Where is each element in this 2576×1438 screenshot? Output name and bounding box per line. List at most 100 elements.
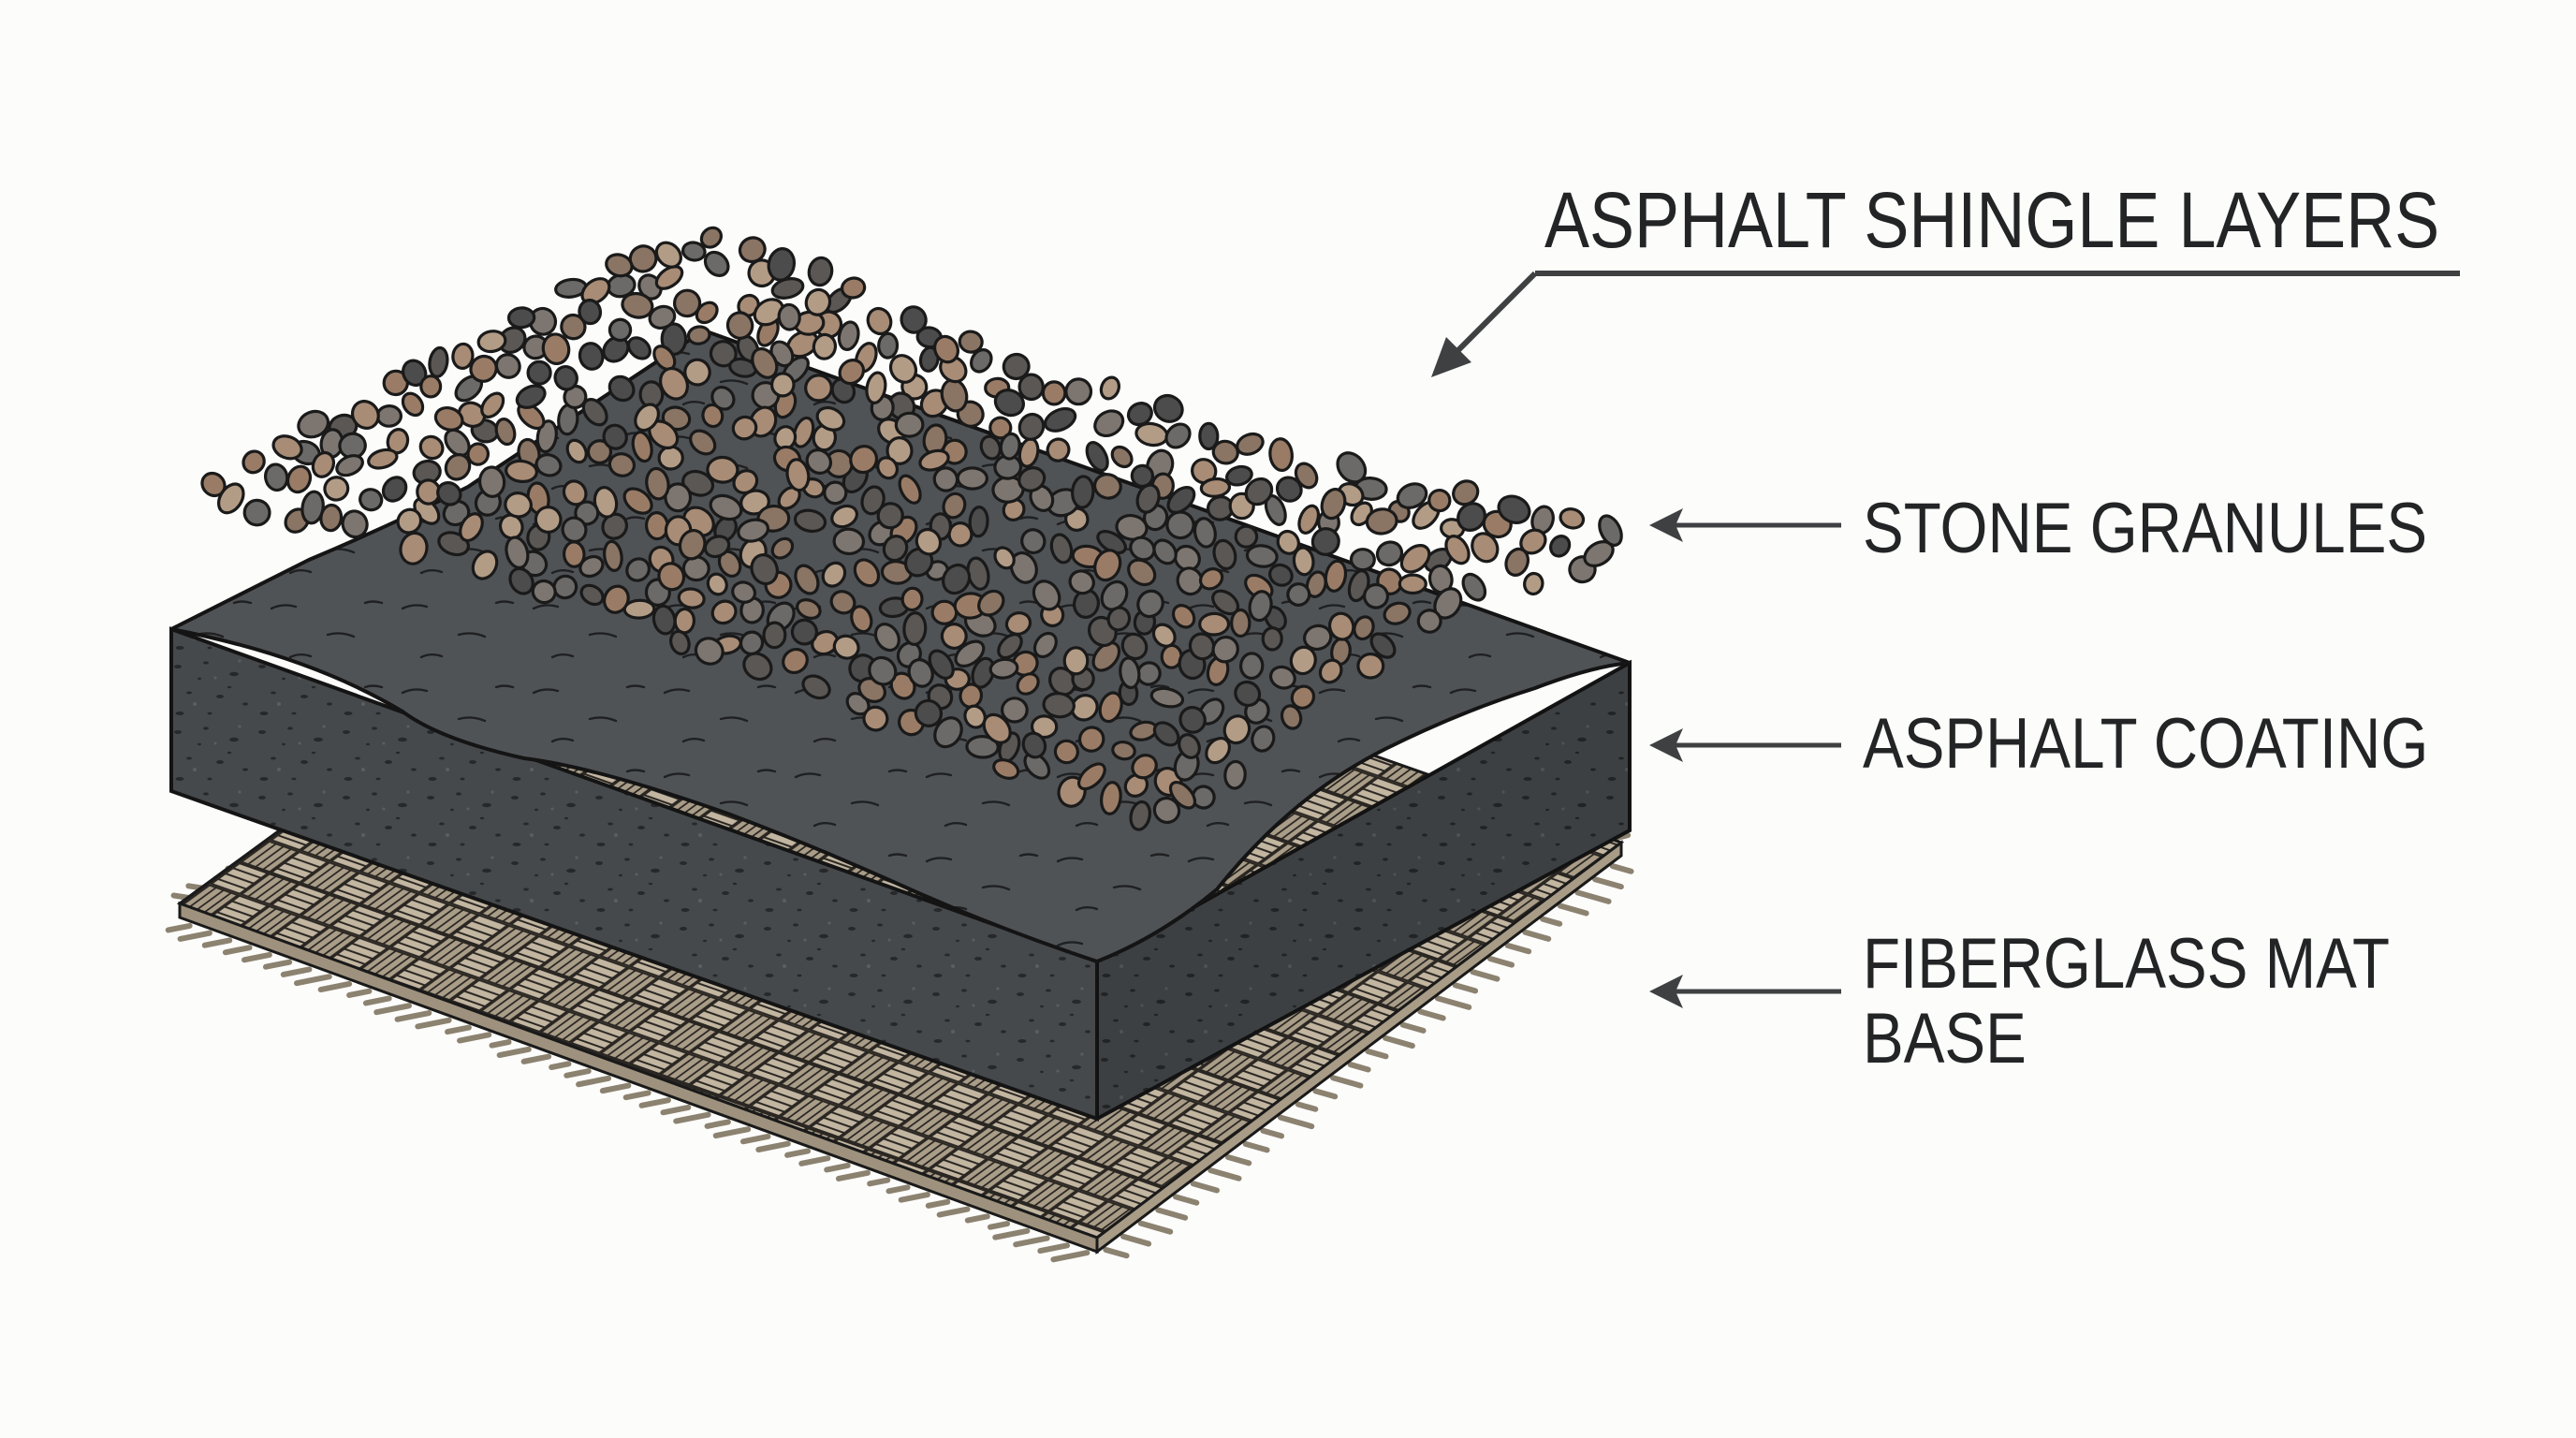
- granule: [1032, 631, 1058, 659]
- granule: [494, 418, 517, 447]
- granule: [264, 462, 289, 492]
- granule: [217, 482, 245, 515]
- granule: [494, 353, 521, 379]
- granule: [621, 291, 654, 319]
- granule: [1398, 573, 1427, 595]
- granule: [1310, 527, 1340, 556]
- granule: [1092, 473, 1122, 500]
- asphalt-coating-label-line: ASPHALT COATING: [1863, 704, 2429, 784]
- granule: [681, 555, 710, 582]
- granule: [1152, 721, 1180, 747]
- granule: [526, 360, 552, 386]
- granule: [1151, 623, 1177, 648]
- granule: [1504, 547, 1530, 577]
- granule: [1166, 486, 1196, 514]
- granule: [1290, 684, 1316, 710]
- granule: [832, 634, 860, 660]
- granule: [603, 584, 630, 614]
- granule: [1365, 507, 1398, 536]
- granule: [1286, 582, 1311, 607]
- granule: [988, 416, 1013, 440]
- granule: [603, 539, 623, 573]
- granule: [703, 535, 731, 559]
- granule: [1129, 536, 1156, 562]
- granule: [1032, 580, 1061, 611]
- granule: [689, 429, 717, 456]
- granule: [505, 459, 538, 483]
- granule: [970, 348, 993, 374]
- granule: [586, 439, 613, 465]
- granule: [865, 371, 887, 404]
- granule: [1456, 502, 1486, 532]
- granule: [1077, 726, 1105, 753]
- granule: [297, 409, 330, 439]
- granule: [1302, 624, 1333, 652]
- granule: [1017, 412, 1046, 441]
- granule: [1002, 352, 1031, 381]
- granule: [853, 558, 881, 588]
- granule: [1324, 559, 1348, 593]
- granule: [242, 498, 271, 527]
- granule: [706, 572, 728, 596]
- granule: [1164, 422, 1192, 449]
- granule: [979, 434, 1002, 461]
- granule: [1119, 656, 1141, 690]
- granule: [469, 354, 498, 383]
- granule: [1165, 510, 1195, 540]
- granule: [1130, 463, 1155, 489]
- granule: [888, 354, 918, 384]
- granule: [793, 508, 827, 534]
- granule: [954, 639, 986, 668]
- slab-right-face: [1095, 659, 1632, 1123]
- granule: [508, 566, 534, 595]
- granule: [837, 320, 860, 351]
- granule: [821, 561, 847, 588]
- granule: [1292, 546, 1315, 577]
- granule: [963, 704, 987, 729]
- granule: [1093, 549, 1122, 582]
- granule: [242, 449, 266, 475]
- granule: [868, 655, 898, 686]
- granule: [1043, 406, 1077, 433]
- granule: [882, 535, 909, 563]
- granule: [968, 506, 989, 538]
- granule: [1444, 535, 1471, 565]
- granule: [515, 384, 547, 409]
- asphalt-coating-label: ASPHALT COATING: [1863, 709, 2428, 780]
- granule: [1383, 601, 1412, 625]
- granule: [476, 330, 507, 354]
- granule: [1188, 632, 1216, 661]
- granule: [1598, 514, 1623, 547]
- granule: [459, 512, 484, 542]
- granule: [1275, 476, 1303, 503]
- granule: [1071, 475, 1095, 509]
- granule: [977, 589, 1005, 617]
- granule: [1020, 528, 1046, 555]
- granule: [335, 454, 364, 477]
- granule: [451, 342, 475, 370]
- granule: [401, 391, 425, 418]
- granule: [860, 485, 886, 516]
- granule: [1211, 439, 1239, 465]
- granule: [504, 492, 533, 519]
- granule: [796, 598, 822, 620]
- granule: [657, 445, 684, 471]
- granule: [877, 331, 900, 360]
- title-callout-arrow: [1431, 271, 2460, 377]
- granule: [341, 509, 369, 539]
- granule: [1120, 632, 1149, 661]
- granule: [1523, 571, 1544, 596]
- granule: [918, 345, 940, 373]
- granule: [428, 345, 449, 378]
- granule: [988, 657, 1019, 680]
- granule: [581, 398, 608, 427]
- granule: [1251, 725, 1276, 753]
- granule: [930, 599, 959, 625]
- granule: [578, 554, 605, 579]
- granule: [1248, 590, 1273, 623]
- fiberglass-mat-label-line-2: BASE: [1863, 999, 2027, 1078]
- granule: [579, 583, 605, 607]
- granule: [681, 469, 715, 497]
- granule: [1110, 445, 1134, 469]
